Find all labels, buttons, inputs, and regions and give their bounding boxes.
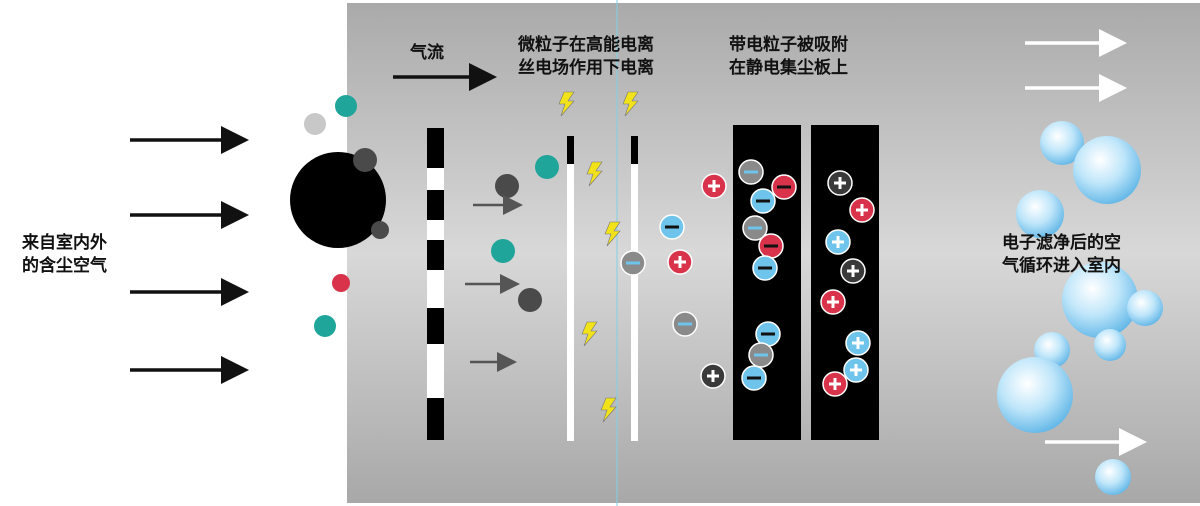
- clean-air-arrows: [1025, 29, 1147, 456]
- dust-particles: [290, 95, 559, 337]
- airflow-label: 气流: [410, 43, 444, 63]
- ionization-wires: [567, 136, 638, 441]
- incoming-air-arrows: [130, 126, 249, 384]
- outgoing-air-label: 电子滤净后的空 气循环进入室内: [1002, 233, 1121, 276]
- airflow-small-arrows: [465, 195, 523, 372]
- clean-air-bubbles: [997, 121, 1163, 495]
- collection-label: 带电粒子被吸附 在静电集尘板上: [729, 35, 848, 78]
- ionization-label: 微粒子在高能电离 丝电场作用下电离: [518, 35, 654, 78]
- incoming-air-label: 来自室内外 的含尘空气: [22, 233, 107, 276]
- pre-filter-screen: [427, 128, 444, 440]
